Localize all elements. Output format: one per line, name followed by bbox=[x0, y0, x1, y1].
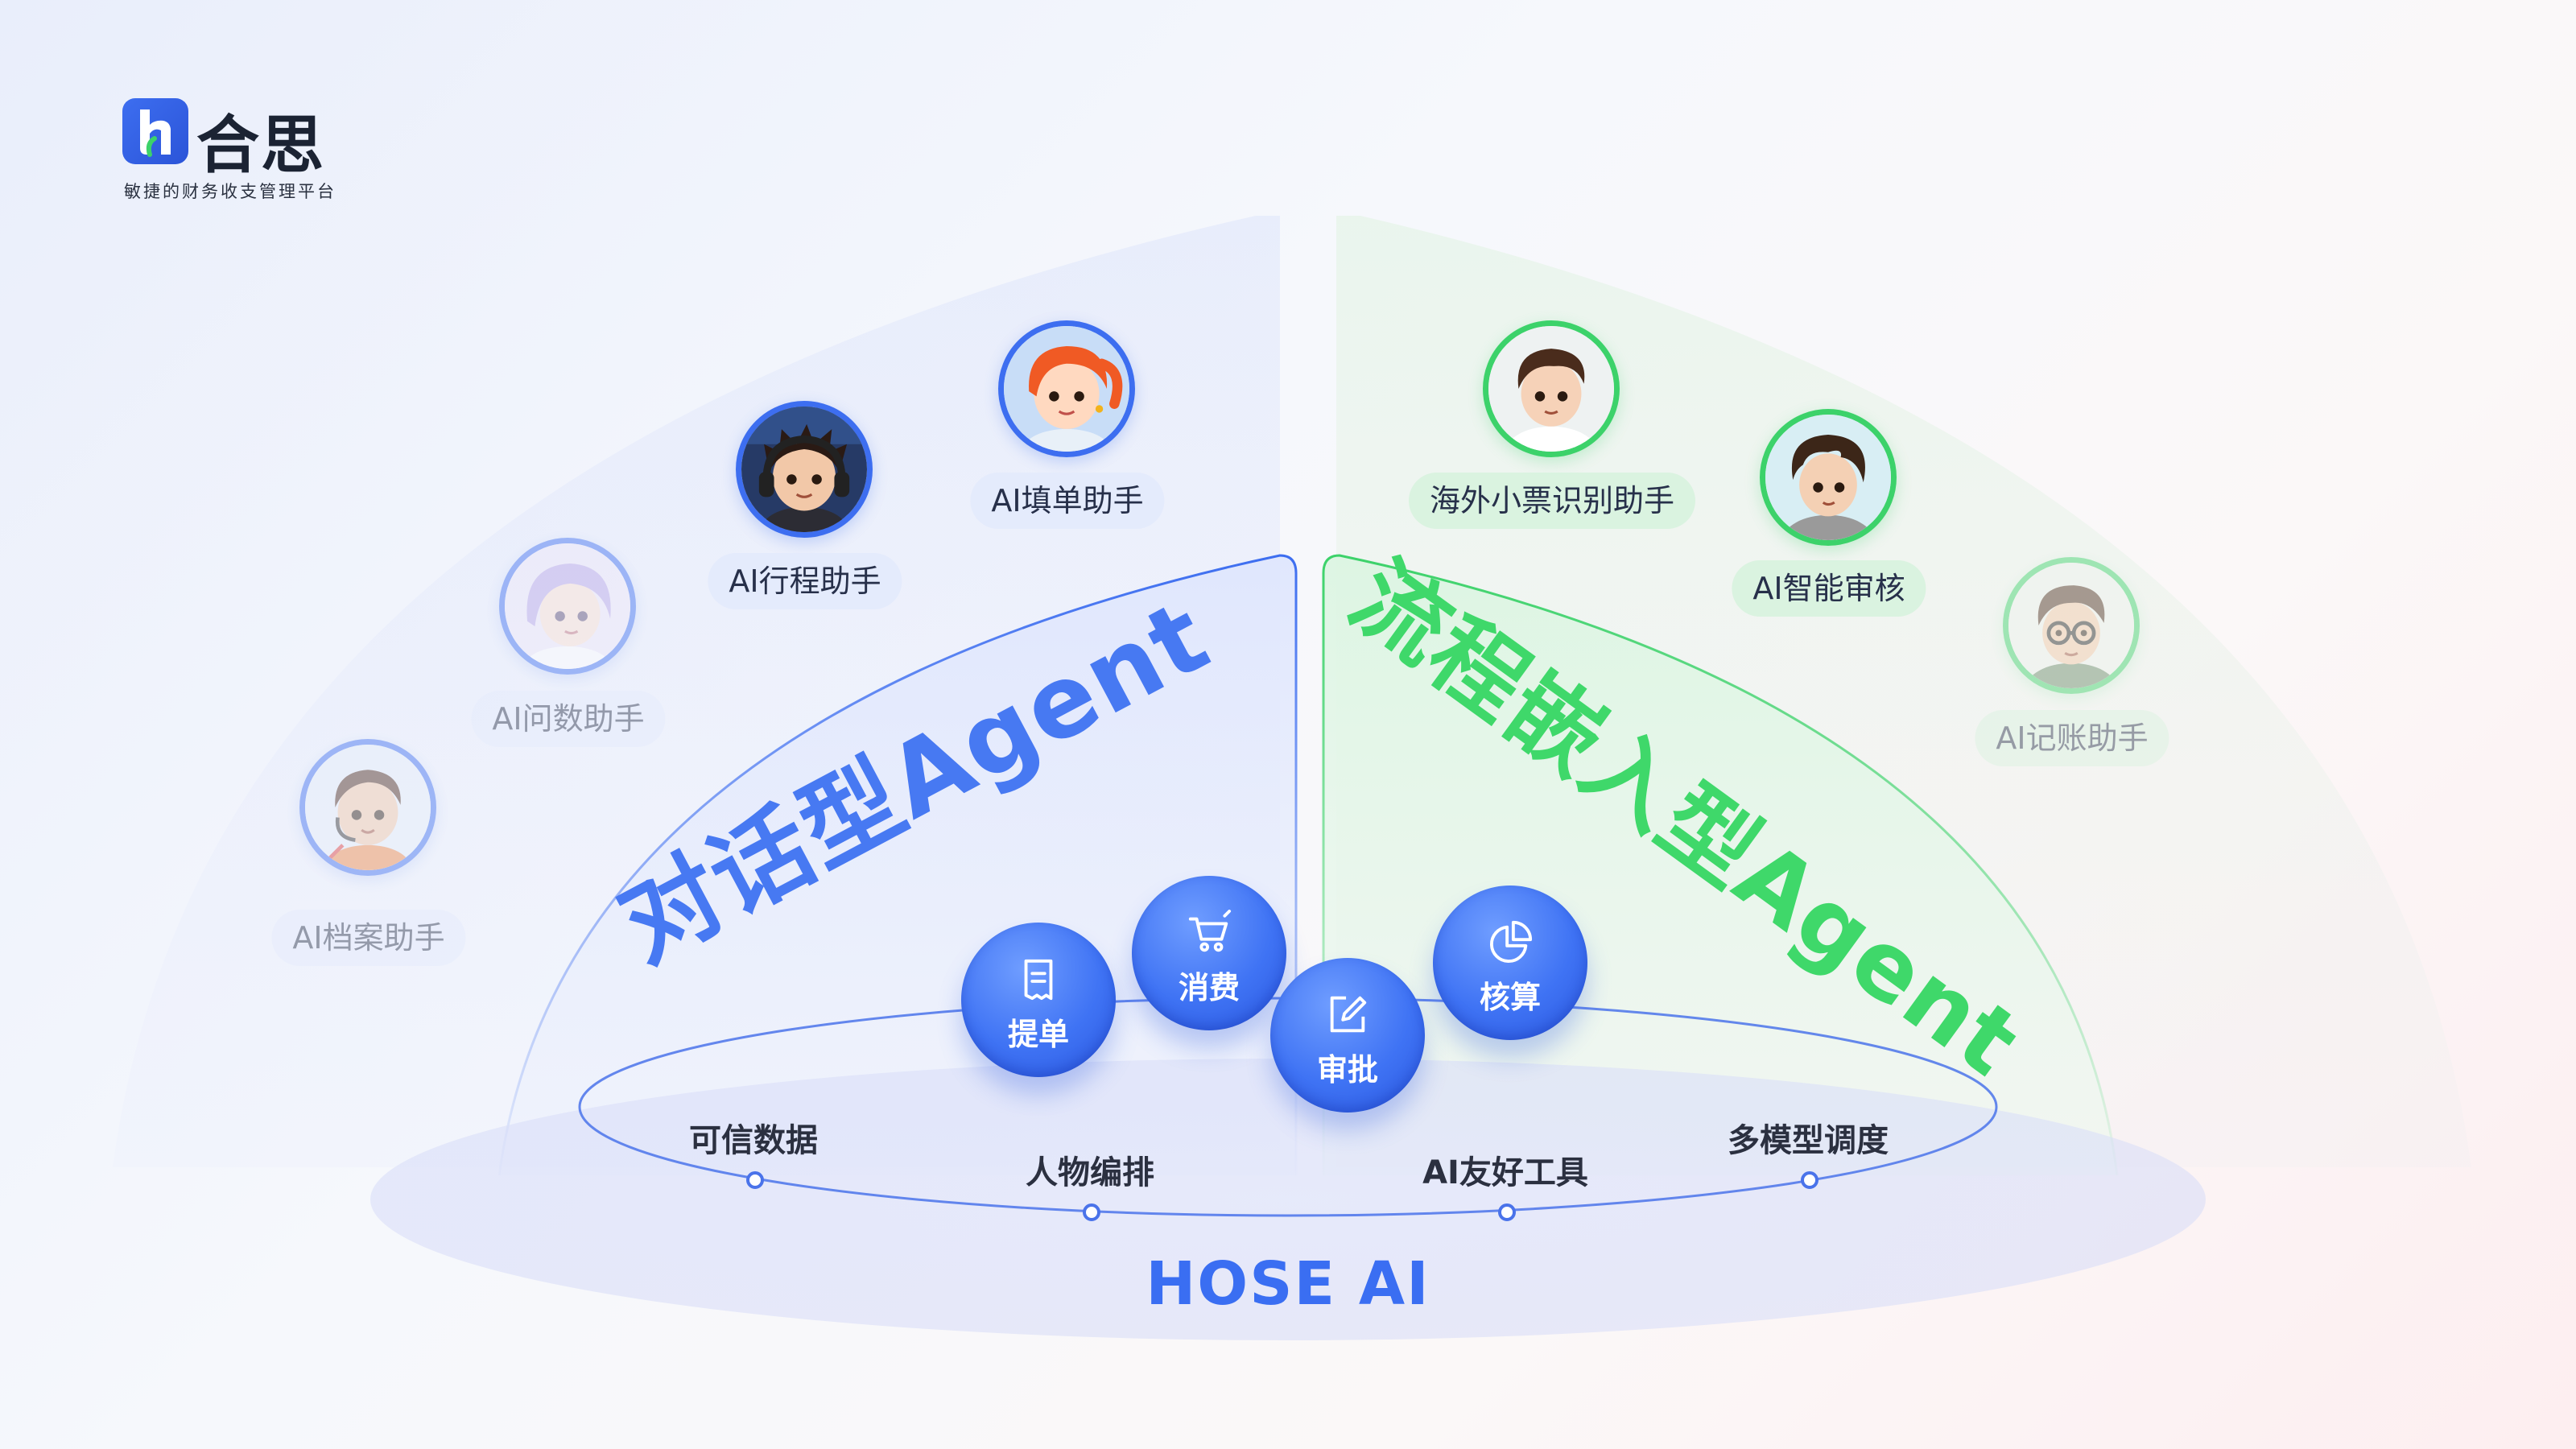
agent-label[interactable]: AI填单助手 bbox=[970, 473, 1165, 529]
foundation-item: 可信数据 bbox=[689, 1122, 818, 1159]
timeline-dot bbox=[746, 1171, 764, 1189]
avatar-headphones-boy bbox=[741, 407, 867, 532]
receipt-icon bbox=[1024, 959, 1053, 1001]
avatar-curly-hair-boy bbox=[1765, 415, 1891, 540]
feature-bubble-consume[interactable]: 消费 bbox=[1132, 876, 1286, 1030]
timeline-dot bbox=[1083, 1203, 1100, 1221]
agent-avatar-fill-form[interactable] bbox=[998, 320, 1135, 457]
avatar-glasses-boy bbox=[2008, 563, 2134, 688]
feature-label: 提单 bbox=[1007, 1017, 1069, 1052]
agent-avatar-archive[interactable] bbox=[299, 739, 436, 876]
agent-avatar-bookkeeping[interactable] bbox=[2003, 557, 2140, 694]
platform-name: HOSE AI bbox=[1146, 1249, 1430, 1319]
avatar-boy-shirt bbox=[1488, 326, 1614, 452]
pie-chart-icon bbox=[1490, 920, 1533, 963]
feature-label: 消费 bbox=[1178, 970, 1240, 1005]
feature-bubble-approve[interactable]: 审批 bbox=[1270, 958, 1425, 1113]
agent-label[interactable]: AI行程助手 bbox=[708, 553, 902, 609]
feature-label: 审批 bbox=[1316, 1052, 1378, 1088]
agent-label[interactable]: AI问数助手 bbox=[471, 691, 666, 747]
brand-tagline: 敏捷的财务收支管理平台 bbox=[124, 182, 336, 201]
avatar-lilac-hair-girl bbox=[505, 543, 630, 669]
agent-label[interactable]: AI记账助手 bbox=[1975, 710, 2169, 766]
agent-avatar-data-query[interactable] bbox=[499, 538, 636, 675]
feature-label: 核算 bbox=[1479, 980, 1541, 1015]
foundation-item: 多模型调度 bbox=[1728, 1122, 1889, 1159]
agent-avatar-receipt-ocr[interactable] bbox=[1483, 320, 1620, 457]
timeline-dot bbox=[1801, 1171, 1818, 1189]
avatar-headset-boy bbox=[305, 745, 431, 870]
feature-bubble-submit[interactable]: 提单 bbox=[961, 923, 1116, 1077]
brand-logo: 合思 敏捷的财务收支管理平台 bbox=[122, 95, 380, 208]
hose-logo-icon bbox=[122, 98, 188, 164]
timeline-dot bbox=[1498, 1203, 1516, 1221]
agent-label[interactable]: AI档案助手 bbox=[271, 910, 466, 966]
cart-icon bbox=[1188, 910, 1232, 952]
agent-label[interactable]: AI智能审核 bbox=[1732, 560, 1926, 617]
foundation-item: AI友好工具 bbox=[1422, 1154, 1588, 1191]
avatar-orange-hair-girl bbox=[1004, 326, 1129, 452]
feature-bubble-accounting[interactable]: 核算 bbox=[1433, 886, 1587, 1040]
agent-avatar-trip[interactable] bbox=[736, 401, 873, 538]
brand-name: 合思 bbox=[196, 109, 326, 182]
edit-icon bbox=[1330, 996, 1367, 1033]
foundation-item: 人物编排 bbox=[1026, 1154, 1154, 1191]
agent-avatar-audit[interactable] bbox=[1760, 409, 1897, 546]
agent-label[interactable]: 海外小票识别助手 bbox=[1408, 473, 1696, 529]
